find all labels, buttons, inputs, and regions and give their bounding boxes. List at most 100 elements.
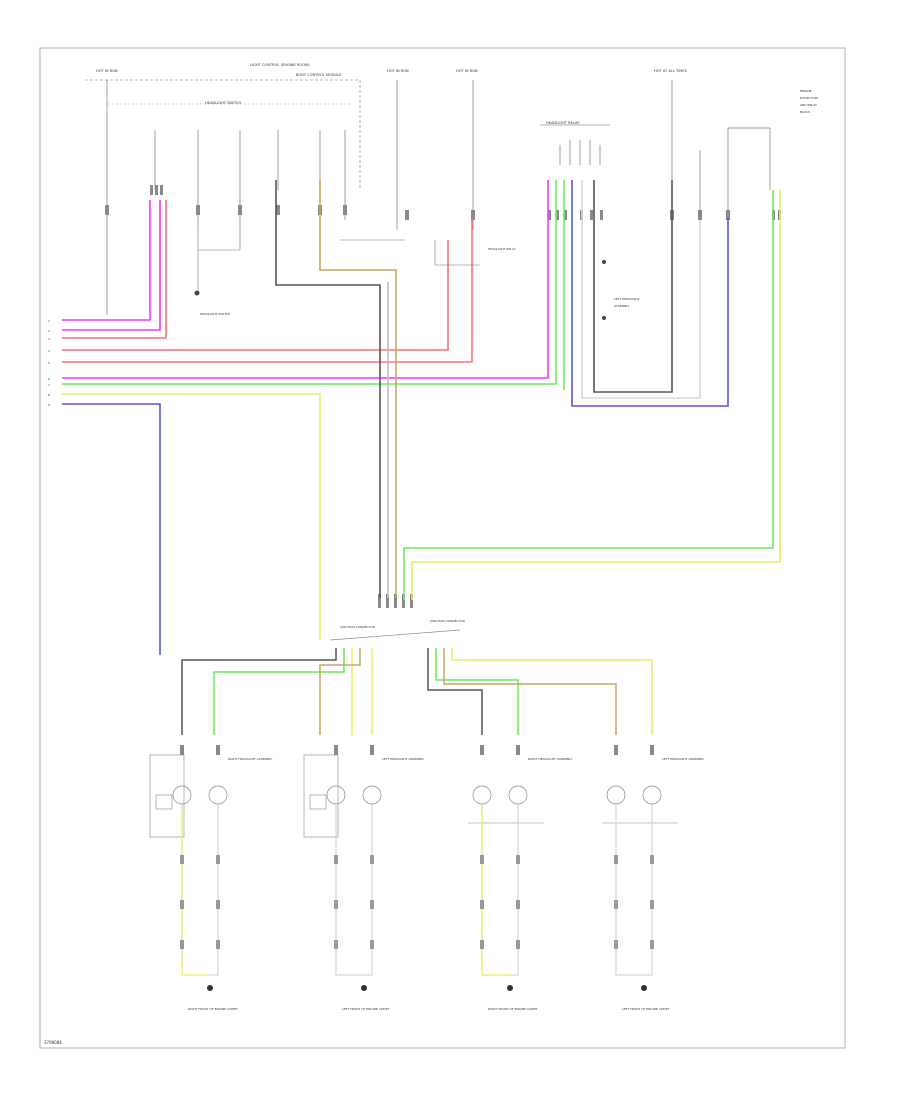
connector-pin xyxy=(480,745,484,755)
wire-pin xyxy=(180,900,184,909)
wire-brown xyxy=(319,648,361,735)
connector-pin xyxy=(614,745,618,755)
svg-text:9: 9 xyxy=(48,403,50,407)
switch-module xyxy=(197,230,405,290)
svg-text:4: 4 xyxy=(48,349,50,353)
wire-pin xyxy=(334,940,338,949)
ground-label: RIGHT FRONT OF ENGINE COMPT xyxy=(488,1007,538,1011)
svg-text:6: 6 xyxy=(48,377,50,381)
junction-bar xyxy=(329,629,461,641)
lamp-assembly: LEFT HEADLIGHT ASSEMBLY LEFT FRONT OF ENG… xyxy=(602,745,704,1011)
wire-green xyxy=(213,648,345,735)
wire-pin xyxy=(216,940,220,949)
ground-wire xyxy=(335,805,364,976)
wire-pin xyxy=(614,900,618,909)
lamp-label: RIGHT HEADLIGHT ASSEMBLY xyxy=(528,757,572,761)
relay-header: HEADLIGHT RELAY xyxy=(546,121,580,125)
wire-pin xyxy=(614,855,618,864)
relay-small xyxy=(434,240,480,266)
lamp-label: LEFT HEADLIGHT ASSEMBLY xyxy=(662,757,704,761)
right-note-1: ENGINE xyxy=(800,89,812,93)
diagram-border xyxy=(39,47,846,1049)
wire-brown xyxy=(319,180,397,598)
ground-wire xyxy=(644,805,653,976)
wire-pink xyxy=(62,200,151,321)
relay-label: HEADLIGHT RELAY xyxy=(488,247,516,251)
right-note-4: BLOCK xyxy=(800,110,811,114)
svg-text:7: 7 xyxy=(48,383,50,387)
lamp-assembly: RIGHT HEADLIGHT ASSEMBLY RIGHT FRONT OF E… xyxy=(468,745,572,1011)
connector-pin xyxy=(370,745,374,755)
ground-icon xyxy=(641,985,647,991)
hot-label-1: HOT IN RUN xyxy=(96,69,118,73)
ground-wire xyxy=(510,805,519,976)
wire-red xyxy=(62,240,449,351)
svg-text:8: 8 xyxy=(48,393,50,397)
wire-black xyxy=(593,180,673,393)
connector-pin xyxy=(516,745,520,755)
wire-pin xyxy=(216,900,220,909)
ground-label: RIGHT FRONT OF ENGINE COMPT xyxy=(188,1007,238,1011)
bulb-icon xyxy=(472,785,492,805)
wire-harness xyxy=(62,180,781,655)
ground-wire xyxy=(364,805,373,976)
wire-pin xyxy=(334,900,338,909)
wire-yellow xyxy=(411,190,781,600)
wire-green xyxy=(403,190,774,600)
light-switch-header: HEADLIGHT SWITCH xyxy=(205,101,241,105)
wire-red xyxy=(62,218,473,363)
bulb-icon xyxy=(606,785,626,805)
wire-green xyxy=(62,180,557,385)
connector-pin xyxy=(650,745,654,755)
connector-pins xyxy=(105,185,781,608)
wire-pin xyxy=(216,855,220,864)
right-note-2: ROOM FUSE xyxy=(800,96,818,100)
switch-label: HEADLIGHT SWITCH xyxy=(200,312,230,316)
relay-contacts xyxy=(540,124,610,165)
wire-pin xyxy=(516,940,520,949)
wire-pin xyxy=(516,900,520,909)
figure-code: 3798084 xyxy=(44,1040,62,1045)
wire-yellow xyxy=(451,648,653,735)
lamp-assembly: LEFT HEADLIGHT ASSEMBLY LEFT FRONT OF ENG… xyxy=(303,745,424,1011)
hot-label-3: HOT IN RUN xyxy=(456,69,478,73)
wire-green xyxy=(435,648,519,735)
wire-pin xyxy=(516,855,520,864)
right-note-3: AND RELAY xyxy=(800,103,817,107)
ground-wire xyxy=(181,805,210,976)
connector-pin xyxy=(180,745,184,755)
junction-label: JUNCTION CONNECTOR xyxy=(339,625,375,629)
actuator-box xyxy=(155,794,173,810)
wire-pin xyxy=(180,855,184,864)
wire-pin xyxy=(650,855,654,864)
ground-label: LEFT FRONT OF ENGINE COMPT xyxy=(342,1007,390,1011)
bulb-icon xyxy=(508,785,528,805)
ground-wire xyxy=(210,805,219,976)
wire-black xyxy=(427,648,483,735)
lamp-label: LEFT HEADLIGHT ASSEMBLY xyxy=(382,757,424,761)
ground-label: LEFT FRONT OF ENGINE COMPT xyxy=(622,1007,670,1011)
wire-pin xyxy=(650,900,654,909)
wire-brown xyxy=(443,648,617,735)
wire-pin xyxy=(650,940,654,949)
bulb-icon xyxy=(642,785,662,805)
wire-pin xyxy=(370,900,374,909)
junction-right-label: JUNCTION CONNECTOR xyxy=(429,619,465,623)
bulb-icon xyxy=(172,785,192,805)
wire-pin xyxy=(334,855,338,864)
control-module-box xyxy=(303,754,339,838)
wire-pin xyxy=(614,940,618,949)
header-right-label: BODY CONTROL MODULE xyxy=(296,73,342,77)
wire-black xyxy=(181,648,337,735)
wire-blue xyxy=(62,403,161,655)
ground-icon xyxy=(207,985,213,991)
ground-wire xyxy=(615,805,644,976)
svg-text:2: 2 xyxy=(48,329,50,333)
wire-blue xyxy=(571,180,729,407)
bcm-ground-icon xyxy=(602,316,606,320)
wire-red xyxy=(62,200,167,339)
left-control-label: LEFT HEADLIGHT xyxy=(614,297,640,301)
